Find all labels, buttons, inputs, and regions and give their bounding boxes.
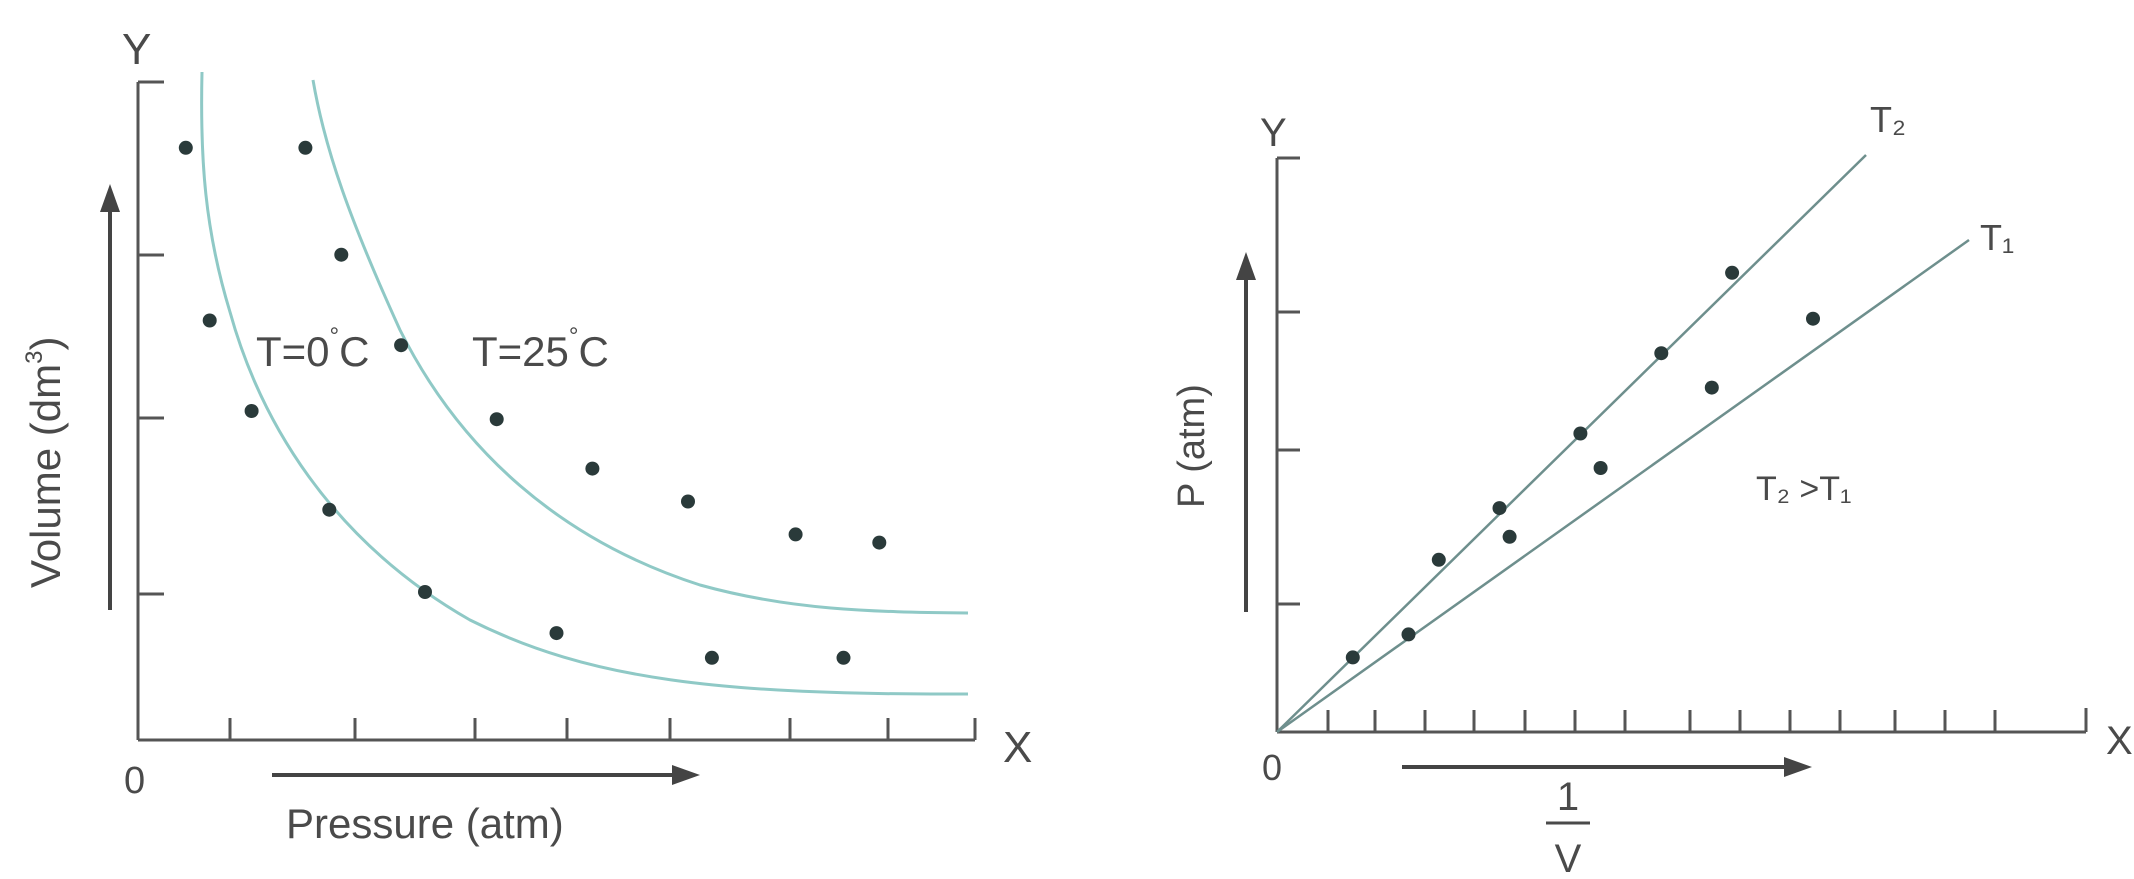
right-x-ticks bbox=[1326, 710, 1997, 732]
left-series-0-point bbox=[704, 650, 719, 665]
right-series-label-t1: T₁ bbox=[1980, 217, 2014, 258]
left-series-0-point bbox=[322, 502, 337, 517]
right-points bbox=[1345, 265, 1820, 665]
right-axis-y-letter: Y bbox=[1260, 111, 1287, 155]
left-x-label: Pressure (atm) bbox=[286, 800, 564, 847]
right-series-1-point bbox=[1704, 380, 1719, 395]
left-series-label-t0: T=0°C bbox=[256, 323, 370, 375]
left-series-0-point bbox=[202, 313, 217, 328]
right-series-0-point bbox=[1573, 426, 1588, 441]
left-series-1-point bbox=[489, 412, 504, 427]
left-series-1-point bbox=[585, 461, 600, 476]
left-series-label-t25-unit: C bbox=[579, 328, 609, 375]
left-origin-label: 0 bbox=[124, 760, 145, 802]
right-series-1-point bbox=[1401, 627, 1416, 642]
right-series-label-t2: T₂ bbox=[1870, 99, 1906, 140]
right-series-0-point bbox=[1345, 650, 1360, 665]
left-curve-t25 bbox=[311, 79, 969, 615]
left-y-label-text: Volume (dm bbox=[22, 364, 69, 588]
right-x-label-denominator: V bbox=[1555, 837, 1582, 879]
right-annotation: T₂ >T₁ bbox=[1756, 470, 1852, 508]
right-series-1-point bbox=[1806, 311, 1820, 326]
left-series-0-point bbox=[549, 626, 564, 641]
left-y-ticks bbox=[138, 253, 164, 596]
left-y-label-close: ) bbox=[22, 337, 69, 351]
left-y-label-superscript: 3 bbox=[21, 351, 48, 364]
left-series-label-t0-main: T=0 bbox=[256, 328, 330, 375]
left-series-label-t0-unit: C bbox=[339, 328, 369, 375]
left-x-arrow bbox=[272, 765, 700, 785]
right-line-t2 bbox=[1276, 154, 1867, 733]
left-y-arrow bbox=[100, 184, 120, 610]
right-y-ticks bbox=[1277, 310, 1300, 606]
left-axis-x-letter: X bbox=[1003, 723, 1032, 772]
left-series-label-t25-main: T=25 bbox=[472, 328, 569, 375]
left-series-label-t25-degree: ° bbox=[569, 323, 579, 350]
left-series-label-t25: T=25°C bbox=[472, 323, 609, 375]
right-origin-label: 0 bbox=[1262, 747, 1282, 788]
left-axis-y-letter: Y bbox=[122, 25, 151, 74]
left-series-0-point bbox=[244, 404, 259, 418]
left-series-1-point bbox=[681, 494, 695, 509]
left-y-label: Volume (dm3) bbox=[21, 337, 69, 588]
left-series-1-point bbox=[298, 140, 313, 155]
right-chart: Y X 0 P (atm) 1 V T₂ T₁ T₂ >T₁ bbox=[1171, 99, 2133, 879]
left-series-1-point bbox=[788, 527, 803, 542]
right-x-arrow bbox=[1402, 757, 1812, 777]
left-curve-t0 bbox=[200, 71, 969, 696]
right-series-0-point bbox=[1431, 552, 1446, 567]
right-x-label-numerator: 1 bbox=[1557, 775, 1579, 819]
left-series-1-point bbox=[872, 535, 887, 550]
right-axis-x-letter: X bbox=[2106, 719, 2133, 763]
left-chart: Y X 0 Volume (dm3) Pressure (atm) T=0°C … bbox=[21, 25, 1032, 847]
left-series-0-point bbox=[418, 585, 432, 599]
left-series-1-point bbox=[334, 247, 349, 262]
right-series-0-point bbox=[1492, 501, 1507, 516]
right-y-arrow bbox=[1236, 252, 1256, 612]
left-series-0-point bbox=[836, 650, 851, 665]
left-x-ticks bbox=[228, 718, 890, 740]
left-series-label-t0-degree: ° bbox=[330, 323, 340, 350]
right-y-label: P (atm) bbox=[1171, 384, 1213, 508]
svg-text:Volume (dm3): Volume (dm3) bbox=[21, 337, 69, 588]
right-line-t1 bbox=[1276, 238, 1970, 734]
right-series-0-point bbox=[1654, 346, 1669, 361]
right-series-0-point bbox=[1725, 265, 1740, 280]
left-points bbox=[178, 140, 887, 665]
left-series-1-point bbox=[394, 338, 409, 353]
right-series-1-point bbox=[1593, 461, 1608, 475]
right-series-1-point bbox=[1502, 529, 1517, 544]
left-series-0-point bbox=[178, 140, 193, 155]
